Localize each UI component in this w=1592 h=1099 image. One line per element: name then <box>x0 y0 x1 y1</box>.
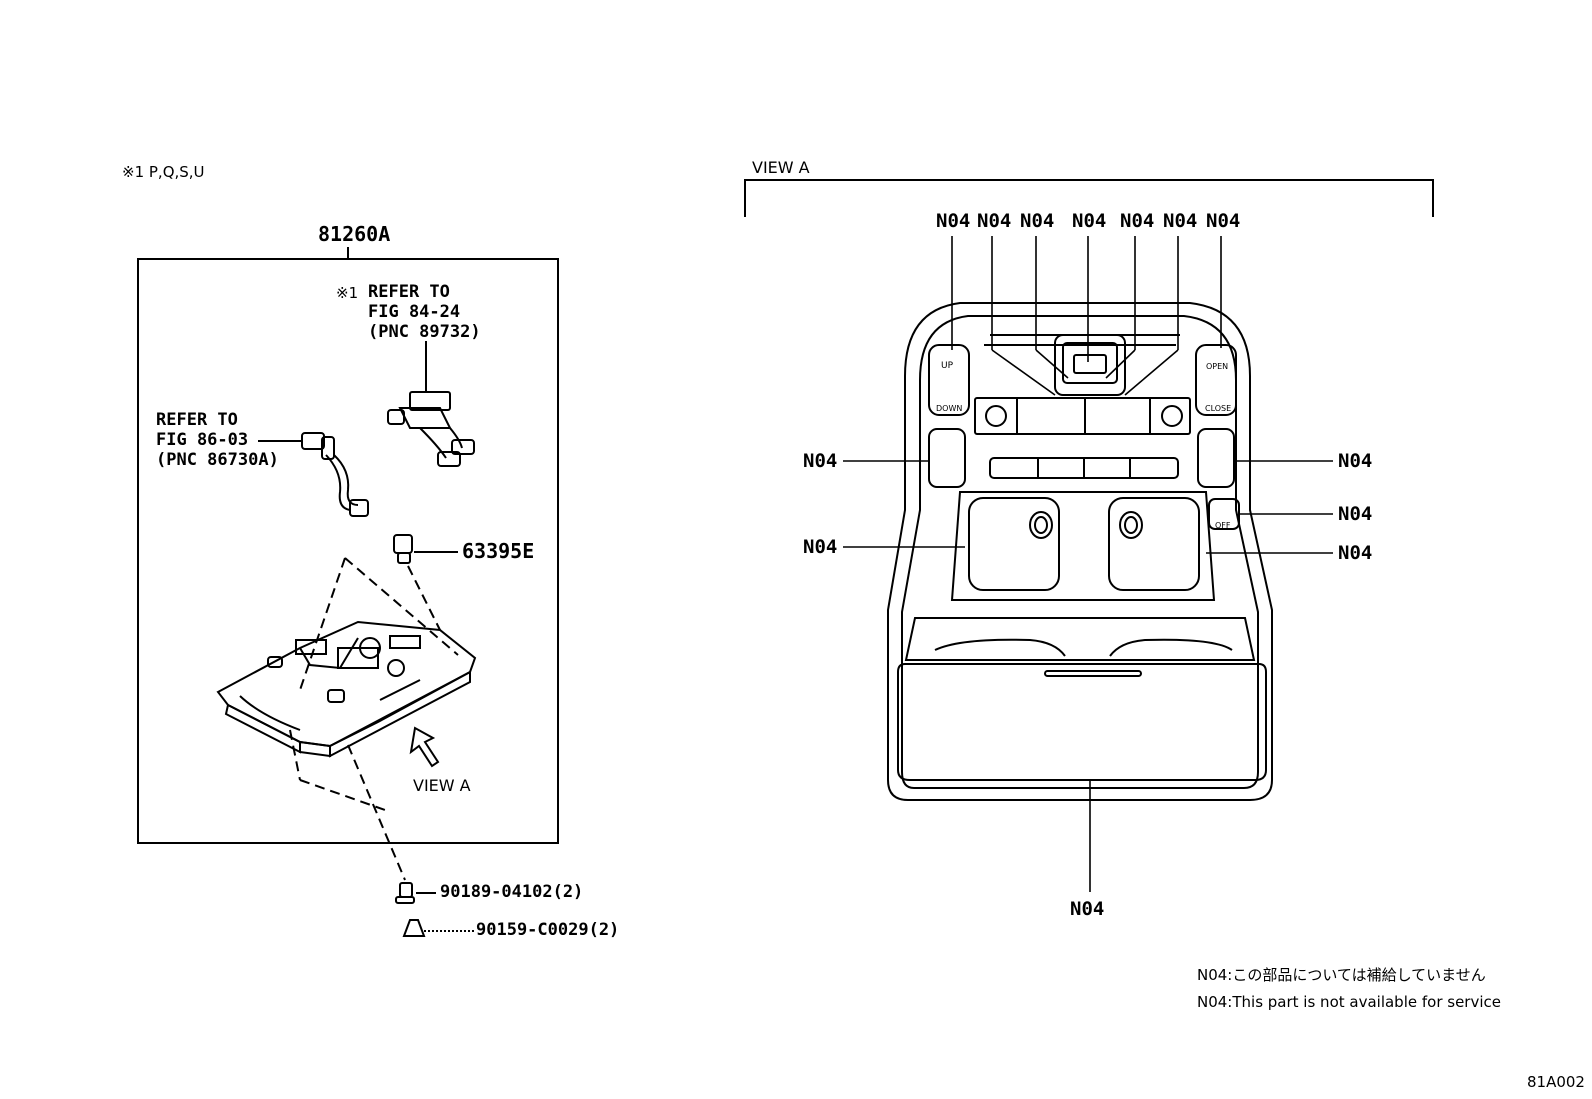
view-a-bracket <box>744 179 1434 217</box>
callout-n04-bottom: N04 <box>1070 898 1105 920</box>
footnote-en: N04:This part is not available for servi… <box>1197 993 1501 1011</box>
bolt-part-number: 90159-C0029(2) <box>476 920 620 940</box>
callout-n04-7: N04 <box>1206 210 1241 232</box>
ref-mark-1: ※1 <box>336 284 359 302</box>
figure-id: 81A002 <box>1527 1073 1585 1091</box>
switch-off-label: OFF <box>1215 521 1231 530</box>
callout-n04-left-upper: N04 <box>803 450 838 472</box>
ref-86-03-line1: REFER TO <box>156 410 238 430</box>
footnote-jp: N04:この部品については補給していません <box>1197 966 1486 984</box>
view-a-title: VIEW A <box>752 158 810 177</box>
callout-n04-6: N04 <box>1163 210 1198 232</box>
switch-up-label: UP <box>941 361 954 371</box>
callout-n04-right-1: N04 <box>1338 450 1373 472</box>
clip-63395E <box>393 534 458 564</box>
ref-86-03-line3: (PNC 86730A) <box>156 450 279 470</box>
harness-86-03 <box>258 432 369 517</box>
assembly-part-number: 81260A <box>318 222 391 246</box>
ref-84-24-line1: REFER TO <box>368 282 450 302</box>
variant-note: ※1 P,Q,S,U <box>122 163 205 181</box>
callout-n04-3: N04 <box>1020 210 1055 232</box>
switch-down-label: DOWN <box>936 404 963 413</box>
switch-close-label: CLOSE <box>1205 404 1232 413</box>
callout-leaders <box>843 236 1333 892</box>
console-assembly-iso <box>216 620 477 758</box>
callout-n04-5: N04 <box>1120 210 1155 232</box>
console-front-view <box>887 302 1273 801</box>
dashed-install-lines <box>289 557 459 881</box>
bolt-90159 <box>402 919 474 937</box>
view-a-label-left: VIEW A <box>413 776 471 795</box>
view-a-arrow <box>409 726 440 768</box>
screw-90189 <box>395 882 436 904</box>
callout-n04-right-2: N04 <box>1338 503 1373 525</box>
callout-n04-right-3: N04 <box>1338 542 1373 564</box>
callout-n04-left-lower: N04 <box>803 536 838 558</box>
screw-part-number: 90189-04102(2) <box>440 882 584 902</box>
ref-86-03-line2: FIG 86-03 <box>156 430 249 450</box>
ref-84-24-line2: FIG 84-24 <box>368 302 461 322</box>
switch-open-label: OPEN <box>1206 362 1229 371</box>
callout-n04-1: N04 <box>936 210 971 232</box>
callout-n04-4: N04 <box>1072 210 1107 232</box>
harness-84-24 <box>387 341 475 467</box>
clip-part-number: 63395E <box>462 539 535 563</box>
callout-n04-2: N04 <box>977 210 1012 232</box>
ref-84-24-line3: (PNC 89732) <box>368 322 481 342</box>
